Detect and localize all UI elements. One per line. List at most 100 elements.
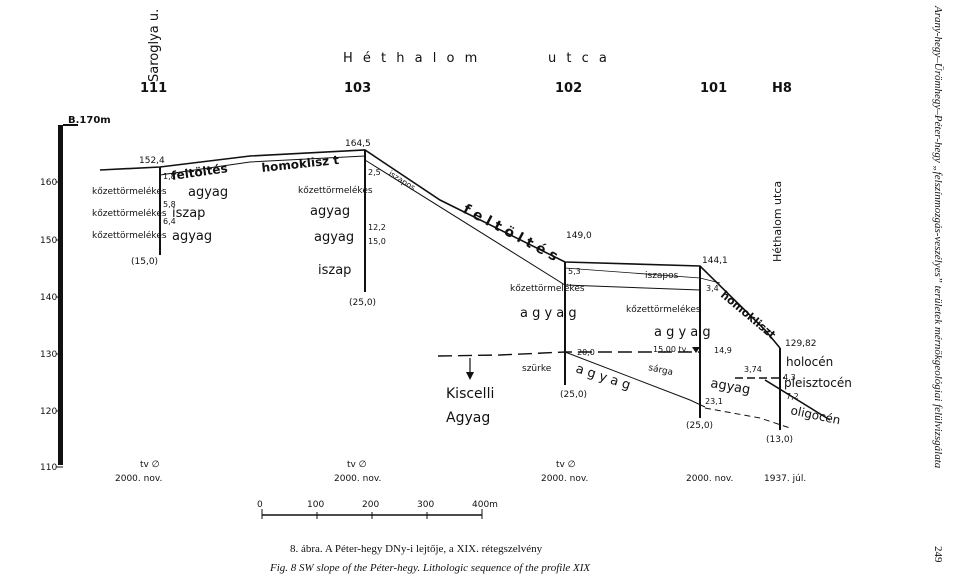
layer-label: iszapos [645, 271, 679, 281]
layer-material: holocén [786, 355, 833, 369]
layer-material: agyag [314, 230, 354, 245]
layer-boundary [764, 379, 831, 421]
layer-material: pleisztocén [784, 376, 852, 390]
water-note: tv ∅ [347, 460, 367, 470]
arrow-down-icon [466, 372, 474, 380]
depth-label: 5,3 [568, 267, 581, 276]
top-elevation: 164,5 [345, 139, 371, 149]
unit-label: homoklisz t [261, 153, 340, 175]
running-head-text: Arany-hegy–Ürömhegy–Péter-hegy „felszínm… [932, 5, 944, 469]
layer-material: agyag [709, 376, 751, 398]
depth-label: 20,0 [577, 348, 595, 357]
bottom-depth: (13,0) [766, 435, 793, 445]
scale-tick: 200 [362, 500, 379, 510]
layer-label: kőzettörmelékes [92, 230, 167, 241]
layer-label: kőzettörmelékes [626, 304, 701, 315]
bottom-depth: (15,0) [131, 257, 158, 267]
layer-label: sárga [647, 363, 674, 378]
scale-tick: 300 [417, 500, 434, 510]
scale-tick: 100 [307, 500, 324, 510]
water-note: tv ∅ [556, 460, 576, 470]
depth-label: 6,4 [163, 217, 176, 226]
layer-material: oligocén [789, 403, 841, 427]
running-head: Arany-hegy–Ürömhegy–Péter-hegy „felszínm… [932, 5, 944, 563]
water-note: tv ∅ [140, 460, 160, 470]
top-elevation: 129,82 [785, 339, 817, 349]
axis-tick: 160 [40, 178, 57, 188]
page-number: 249 [932, 546, 944, 563]
bottom-depth: (25,0) [686, 421, 713, 431]
layer-material: agyag [310, 204, 350, 219]
borehole-101: 144,1 3,4 14,9 23,1 15,00 tv. iszapos kő… [626, 256, 751, 484]
depth-label: 23,1 [705, 397, 723, 406]
water-level-marker [692, 347, 700, 353]
scale-bar: 0 100 200 300 400m [257, 500, 498, 519]
axis-tick: 110 [40, 463, 57, 473]
depth-label: 4,3 [783, 373, 796, 382]
borehole-id: 102 [555, 81, 582, 96]
date-note: 2000. nov. [334, 474, 381, 484]
layer-label: kőzettörmelékes [92, 186, 167, 197]
layer-material: iszap [172, 206, 205, 221]
borehole-103: 164,5 2,5 12,2 15,0 kőzettörmelékes agya… [298, 139, 386, 484]
depth-label: 14,9 [714, 346, 732, 355]
layer-label: kőzettörmelékes [510, 283, 585, 294]
depth-label: 3,4 [706, 284, 719, 293]
borehole-id: 101 [700, 81, 727, 96]
scale-tick: 400m [472, 500, 498, 510]
ground-surface-line [99, 149, 781, 349]
axis-tick: 140 [40, 293, 57, 303]
layer-material: a g y a g [520, 306, 577, 321]
borehole-102: 149,0 5,3 20,0 kőzettörmelékes a g y a g… [510, 231, 632, 484]
layer-boundary [159, 155, 366, 176]
layer-boundary [704, 407, 791, 429]
unit-label: Agyag [446, 410, 490, 426]
depth-label: 15,0 [368, 237, 386, 246]
borehole-id: 103 [344, 81, 371, 96]
top-elevation: 152,4 [139, 156, 165, 166]
depth-label: 3,74 [744, 365, 762, 374]
top-elevation: 149,0 [566, 231, 592, 241]
depth-label: 1,8 [163, 172, 176, 181]
layer-label: kőzettörmelékes [92, 208, 167, 219]
unit-label: homokliszt [718, 288, 778, 341]
axis-tick: 130 [40, 350, 57, 360]
layer-label: szürke [522, 364, 552, 374]
axis-tick: 120 [40, 407, 57, 417]
top-elevation: 144,1 [702, 256, 728, 266]
layer-material: a g y a g [654, 325, 711, 340]
borehole-id: 111 [140, 81, 167, 96]
layer-material: iszap [318, 263, 351, 278]
axis-tick: 150 [40, 236, 57, 246]
street-label-vertical: Héthalom utca [771, 181, 784, 262]
axis-top-label: B.170m [68, 115, 111, 126]
figure-caption: 8. ábra. A Péter-hegy DNy-i lejtője, a X… [290, 543, 543, 555]
street-label: H é t h a l o m [343, 51, 480, 66]
date-note: 2000. nov. [686, 474, 733, 484]
depth-label: 7,2 [786, 392, 799, 401]
depth-label: 12,2 [368, 223, 386, 232]
water-level-label: 15,00 tv. [653, 345, 688, 354]
street-label-vertical: Saroglya u. [147, 9, 162, 82]
layer-material: agyag [172, 229, 212, 244]
layer-label: kőzettörmelékes [298, 185, 373, 196]
bottom-depth: (25,0) [560, 390, 587, 400]
date-note: 2000. nov. [541, 474, 588, 484]
layer-boundary [437, 351, 700, 357]
date-note: 2000. nov. [115, 474, 162, 484]
borehole-id: H8 [772, 81, 792, 96]
depth-label: 2,5 [368, 168, 381, 177]
borehole-111: 152,4 1,8 5,8 6,4 kőzettörmelékes agyag … [92, 156, 228, 484]
figure-caption-en: Fig. 8 SW slope of the Péter-hegy. Litho… [269, 562, 591, 574]
street-label: u t c a [548, 51, 610, 66]
bottom-depth: (25,0) [349, 298, 376, 308]
layer-boundary [564, 267, 721, 284]
elevation-axis: B.170m 160 150 140 130 120 110 [40, 115, 111, 473]
scale-tick: 0 [257, 500, 263, 510]
depth-label: 5,8 [163, 200, 176, 209]
unit-label: Kiscelli [446, 386, 494, 402]
layer-material: agyag [188, 185, 228, 200]
borehole-h8: 129,82 3,74 4,3 7,2 holocén pleisztocén … [744, 339, 852, 484]
date-note: 1937. júl. [764, 474, 806, 484]
